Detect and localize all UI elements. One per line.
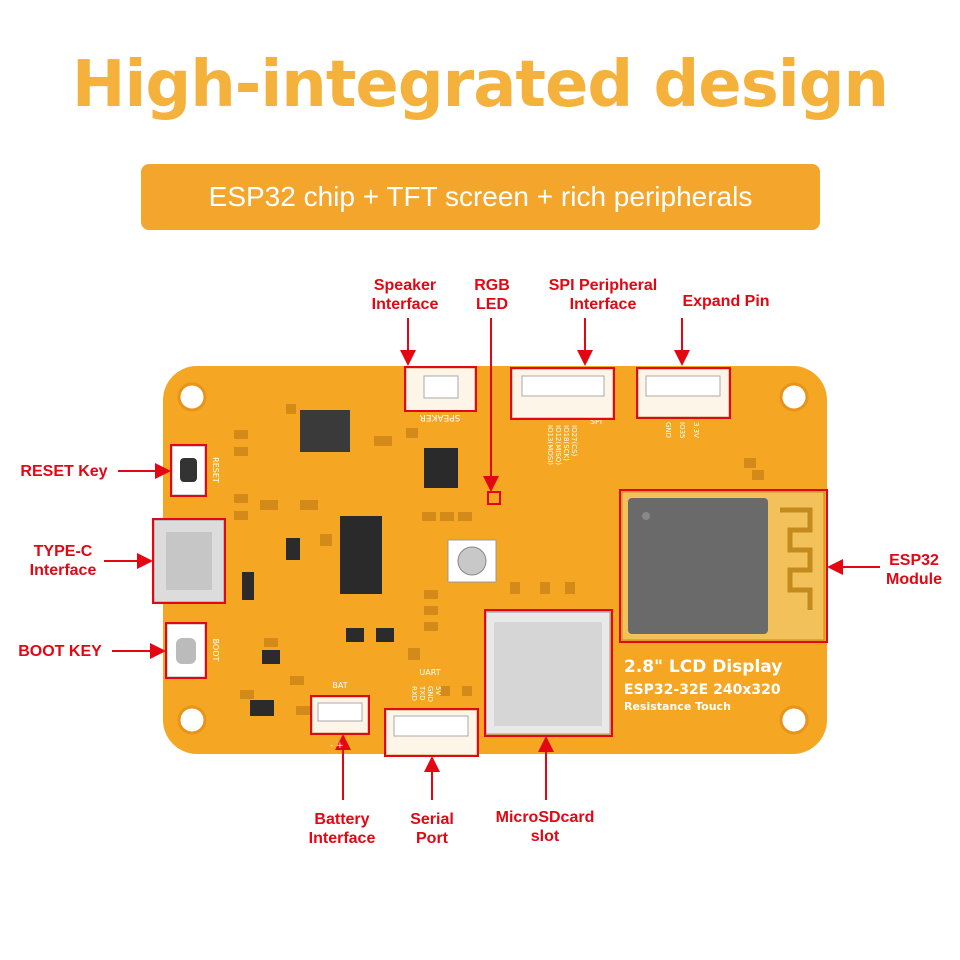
annotation-arrows — [104, 318, 880, 800]
lcd-title: 2.8" LCD Display — [624, 657, 782, 677]
label-expand-pin: Expand Pin — [682, 293, 770, 310]
label-reset-key: RESET Key — [20, 463, 108, 480]
reset-silk: RESET — [211, 457, 220, 483]
ic-chips — [300, 410, 458, 594]
smd-components — [234, 404, 764, 716]
bat-silk: BAT — [332, 681, 347, 690]
spi-silk: SPI — [590, 417, 602, 426]
lcd-model: ESP32-32E 240x320 — [624, 682, 781, 698]
speaker-silk: SPEAKER — [420, 412, 461, 422]
page-title: High-integrated design — [71, 48, 889, 122]
boot-silk: BOOT — [211, 639, 220, 662]
mounting-holes — [177, 382, 809, 735]
subtitle-banner: ESP32 chip + TFT screen + rich periphera… — [141, 164, 820, 230]
uart-silk: UART — [419, 668, 440, 677]
label-boot-key: BOOT KEY — [18, 643, 102, 660]
rgb-led-lens — [457, 546, 487, 576]
lcd-touch: Resistance Touch — [624, 700, 731, 713]
